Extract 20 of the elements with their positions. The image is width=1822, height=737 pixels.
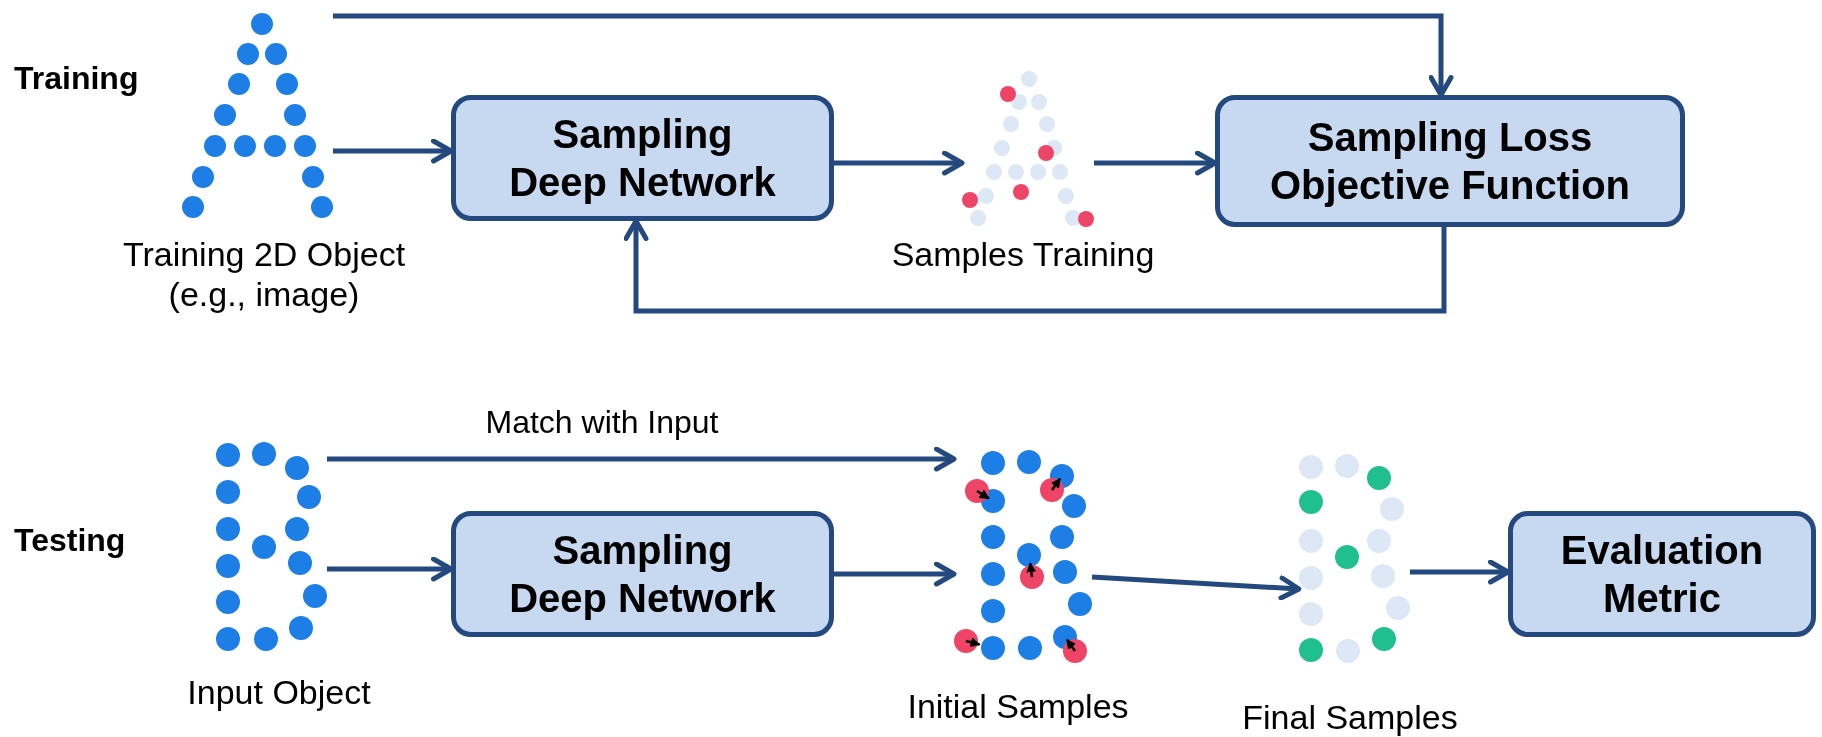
process-box: Sampling Deep Network: [451, 511, 834, 637]
process-box: Evaluation Metric: [1508, 511, 1816, 637]
arrow: [327, 446, 957, 472]
section-label: Testing: [14, 522, 126, 559]
node-label: Final Samples: [1241, 697, 1459, 737]
node-label: Input Object: [186, 672, 372, 712]
final-samples-drawing: [1299, 454, 1410, 663]
node-label: Initial Samples: [906, 686, 1130, 726]
section-label: Training: [14, 60, 139, 97]
arrow: [834, 150, 965, 176]
letter-a-dots-drawing: [182, 13, 333, 218]
sampled-points-drawing: [962, 71, 1094, 227]
arrow: [834, 561, 957, 587]
node-label: Training 2D Object (e.g., image): [121, 234, 407, 314]
node-label: Samples Training: [890, 234, 1156, 274]
process-box: Sampling Deep Network: [451, 95, 834, 221]
process-box: Sampling Loss Objective Function: [1215, 95, 1685, 227]
letter-b-dots-drawing: [216, 442, 327, 651]
initial-samples-drawing: [954, 450, 1092, 663]
arrow: [1091, 574, 1302, 601]
